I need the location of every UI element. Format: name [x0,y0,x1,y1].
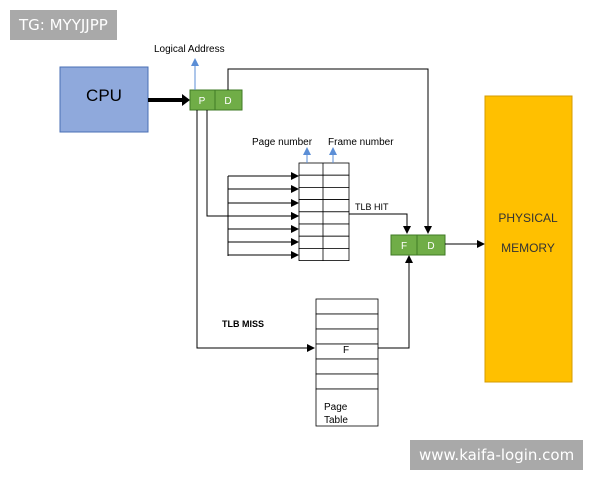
page-table-label-line1: Page [324,402,348,413]
tlb-hit-label: TLB HIT [355,202,389,212]
watermark-bottom: www.kaifa-login.com [410,440,584,470]
page-table [315,298,379,427]
page-to-tlb-line [206,110,299,220]
cpu-label: CPU [86,86,122,105]
tlb-miss-path [196,110,315,352]
tlb-row [298,199,350,213]
logical-address-p-text: P [199,96,206,107]
offset-path [227,68,432,234]
tlb-row [298,174,350,188]
tlb-table [298,162,350,261]
page-table-row [315,313,379,330]
tlb-hit-path [349,213,411,234]
logical-address-d-text: D [224,96,231,107]
page-table-row [315,328,379,345]
physical-address-d-cell [416,234,446,256]
page-table-row [315,298,379,315]
physical-address-d-text: D [427,241,434,252]
physical-memory-label-line1: PHYSICAL [498,211,558,225]
page-table-row [315,358,379,375]
page-table-to-frame-path [378,255,413,349]
physical-memory-box [484,95,573,383]
logical-address-label: Logical Address [154,44,225,55]
page-table-row [315,373,379,390]
tlb-feed-arrows [228,172,299,259]
tlb-row [298,186,350,200]
tlb-row [298,211,350,225]
tlb-row [298,162,350,176]
page-table-entry-f: F [343,345,349,356]
page-table-label-line2: Table [324,415,348,426]
tlb-row [298,247,350,261]
watermark-top: TG: MYYJJPP [10,10,117,40]
physical-memory-label-line2: MEMORY [501,241,555,255]
frame-number-label: Frame number [328,137,394,148]
tlb-miss-label: TLB MISS [222,319,264,329]
page-number-label: Page number [252,137,313,148]
cpu-box [59,66,149,133]
page-table-footer [315,388,379,427]
tlb-row [298,235,350,249]
tlb-row [298,223,350,237]
physical-address-f-text: F [401,241,407,252]
cpu-to-logical-arrowhead [182,94,190,106]
